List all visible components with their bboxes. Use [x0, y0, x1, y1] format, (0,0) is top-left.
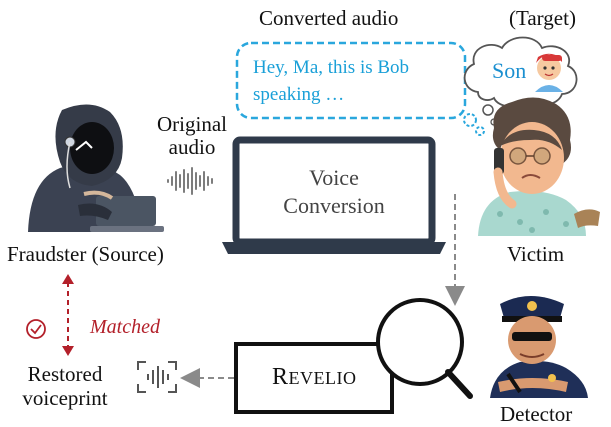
son-label: Son: [492, 58, 527, 83]
revelio-initial: R: [272, 364, 289, 390]
voice-conversion-line2: Conversion: [283, 193, 385, 218]
monitor-icon: [222, 136, 446, 254]
original-audio-waveform: [167, 167, 213, 195]
revelio-box: [234, 342, 394, 414]
matched-arrow: [62, 274, 74, 356]
matched-label: Matched: [90, 316, 160, 338]
police-officer-icon: [490, 296, 588, 398]
victim-label: Victim: [507, 242, 565, 266]
restored-voiceprint-label-line2: voiceprint: [22, 386, 108, 410]
original-audio-label-line1: Original: [157, 112, 227, 136]
converted-audio-waveform: [432, 148, 476, 188]
detector-label: Detector: [500, 402, 573, 426]
elderly-woman-phone-icon: [478, 97, 600, 236]
voice-conversion-label: Voice Conversion: [240, 164, 428, 220]
target-label: (Target): [509, 6, 576, 30]
check-circle-icon: [26, 319, 46, 339]
voiceprint-scan-icon: [137, 361, 177, 393]
revelio-rest: EVELIO: [288, 368, 357, 388]
boy-avatar-icon: [535, 53, 563, 92]
voice-conversion-line1: Voice: [309, 165, 359, 190]
hooded-hacker-icon: [28, 104, 164, 232]
original-audio-label-line2: audio: [168, 135, 216, 159]
speech-bubble-text: Hey, Ma, this is Bob speaking …: [253, 57, 410, 105]
fraudster-label: Fraudster (Source): [7, 242, 164, 266]
restored-voiceprint-label-line1: Restored: [27, 362, 103, 386]
detector-waveform: [458, 316, 482, 348]
revelio-label: REVELIO: [272, 364, 357, 391]
converted-audio-label: Converted audio: [259, 6, 399, 30]
magnifying-glass-icon: [376, 298, 473, 399]
